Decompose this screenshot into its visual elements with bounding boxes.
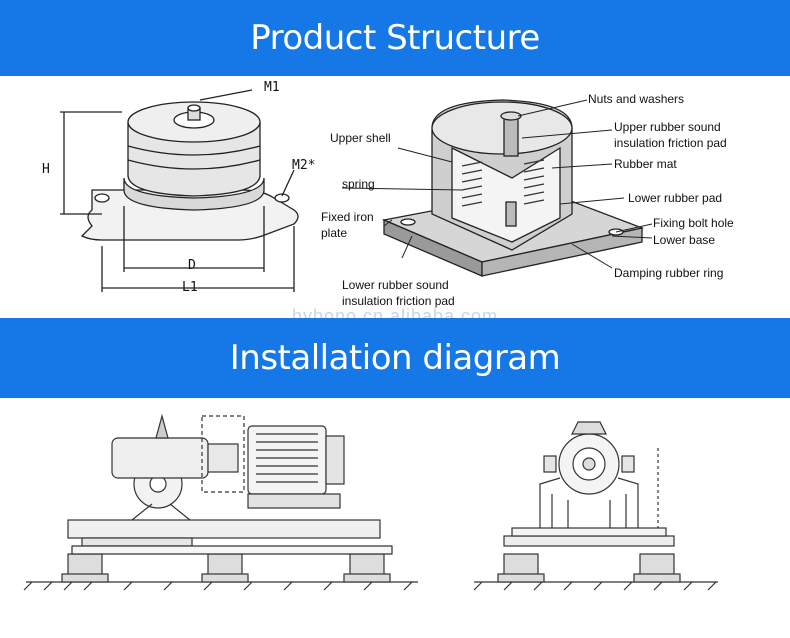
dimension-h: H [42, 162, 50, 177]
label-lower-rubber-pad: Lower rubber pad [628, 191, 723, 205]
damper-outline-drawing [60, 89, 653, 292]
installation-diagram-title: Installation diagram [229, 338, 561, 378]
product-structure-panel: M1 M2* H D L1 Nuts and washers Upper she… [12, 80, 778, 312]
product-structure-title: Product Structure [250, 18, 540, 58]
dimension-l1: L1 [182, 280, 198, 295]
label-rubber-mat: Rubber mat [614, 157, 677, 171]
label-damping-rubber-ring: Damping rubber ring [614, 266, 724, 280]
label-upper-shell: Upper shell [330, 131, 391, 145]
label-lower-base: Lower base [653, 233, 716, 247]
label-upper-rubber-sound-2: insulation friction pad [614, 136, 727, 150]
installation-diagram-banner: Installation diagram [0, 318, 790, 398]
label-upper-rubber-sound-1: Upper rubber sound [614, 120, 721, 134]
label-spring: spring [342, 177, 375, 191]
label-fixed-iron-2: plate [321, 226, 348, 240]
label-nuts-washers: Nuts and washers [588, 92, 685, 106]
label-lower-rubber-sound-1: Lower rubber sound [342, 278, 449, 292]
dimension-d: D [188, 258, 196, 273]
dimension-m1: M1 [264, 80, 280, 95]
installation-panel [12, 408, 778, 630]
label-fixing-bolt-hole: Fixing bolt hole [653, 216, 734, 230]
label-lower-rubber-sound-2: insulation friction pad [342, 294, 455, 308]
dimension-m2: M2* [292, 158, 316, 173]
installation-drawing [23, 413, 718, 591]
label-fixed-iron-1: Fixed iron [321, 210, 374, 224]
product-structure-banner: Product Structure [0, 0, 790, 76]
